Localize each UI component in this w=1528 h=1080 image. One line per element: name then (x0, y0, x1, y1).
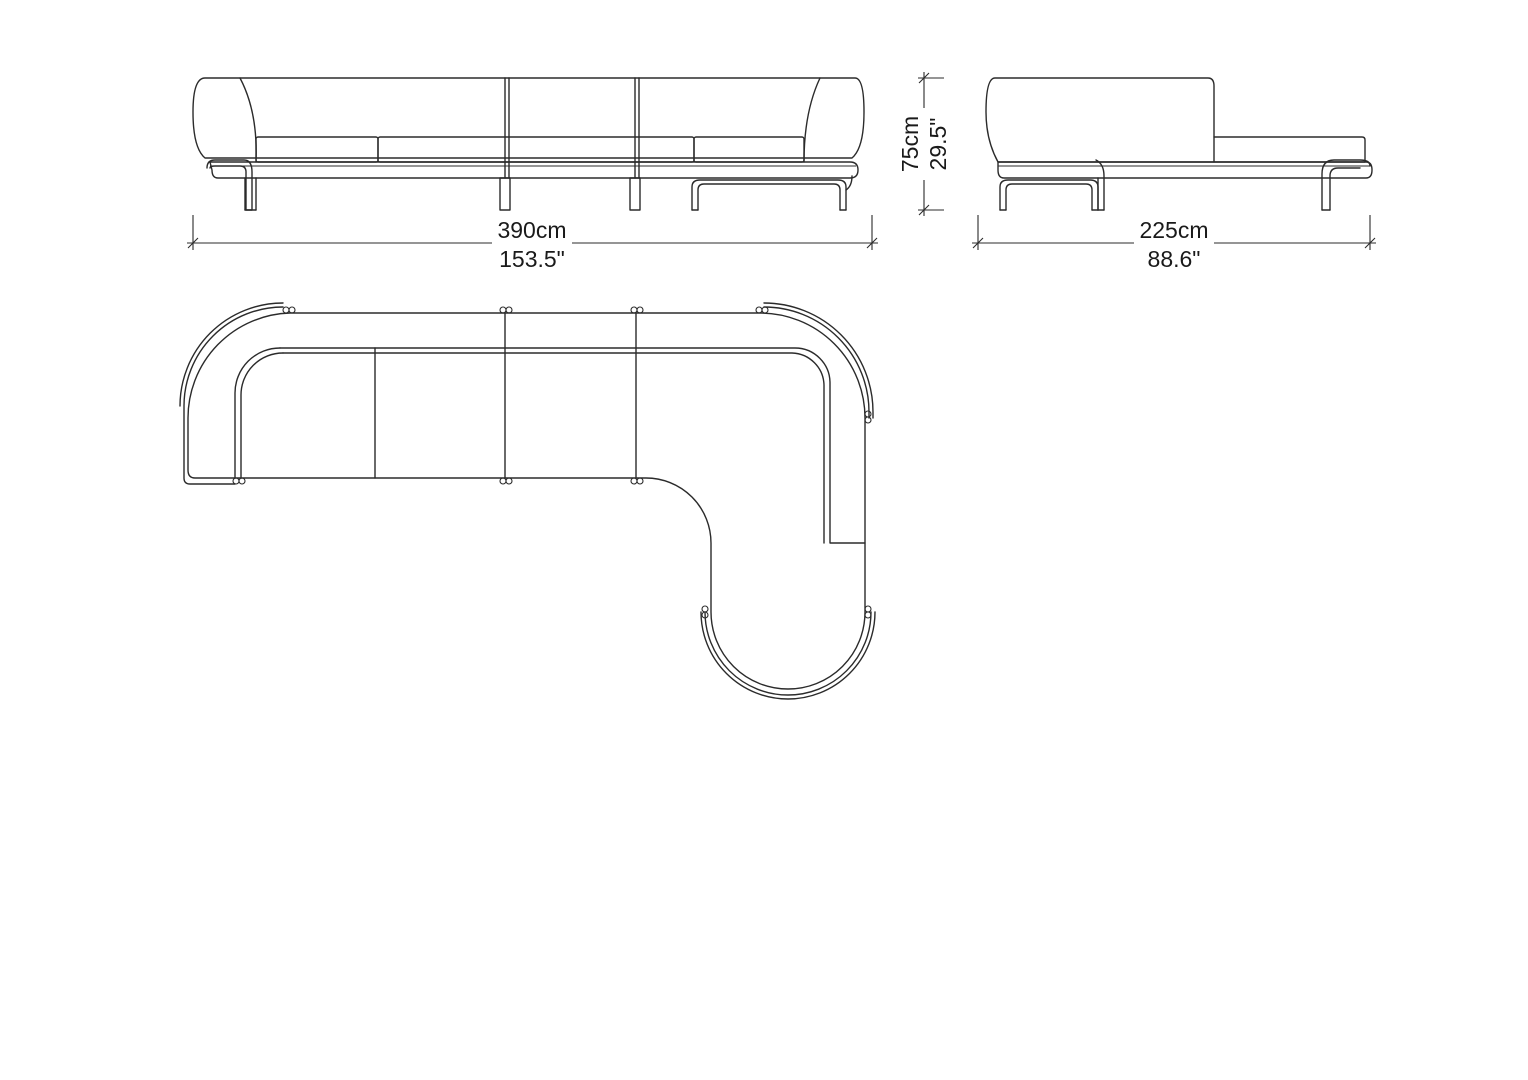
side-elevation (985, 77, 1373, 211)
front-width-dimension: 390cm 153.5" (187, 215, 878, 272)
front-width-cm-label: 390cm (497, 217, 566, 243)
height-cm-label: 75cm (897, 116, 923, 172)
height-in-label: 29.5" (925, 118, 951, 171)
connector-joints (232, 306, 872, 619)
side-depth-in-label: 88.6" (1148, 246, 1201, 272)
side-depth-dimension: 225cm 88.6" (972, 215, 1376, 272)
front-elevation (192, 77, 865, 211)
plan-view (179, 302, 876, 700)
side-depth-cm-label: 225cm (1139, 217, 1208, 243)
height-dimension: 75cm 29.5" (897, 72, 951, 216)
front-width-in-label: 153.5" (499, 246, 565, 272)
